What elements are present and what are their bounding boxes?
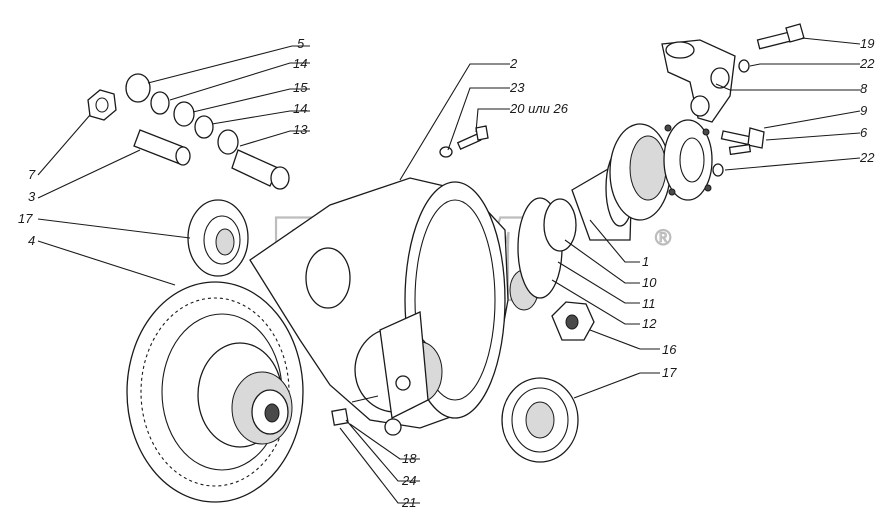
leader-lines [37, 37, 861, 504]
callout-8: 8 [860, 81, 868, 96]
callout-22-upper: 22 [859, 56, 875, 71]
adjusting-parts [87, 73, 290, 190]
callout-21: 21 [401, 495, 416, 510]
bolt-9 [712, 127, 765, 177]
callout-24: 24 [401, 473, 416, 488]
callout-11: 11 [642, 296, 656, 311]
callout-15: 15 [293, 80, 308, 95]
bolt-20 [439, 125, 489, 158]
callout-19: 19 [860, 36, 874, 51]
callout-9: 9 [860, 103, 867, 118]
callout-3: 3 [28, 189, 36, 204]
callout-20-or-26: 20 или 26 [509, 101, 569, 116]
callout-14-upper: 14 [293, 56, 307, 71]
bearing-cap [331, 311, 429, 436]
callout-14-lower: 14 [293, 101, 307, 116]
callout-10: 10 [642, 275, 657, 290]
pinion-flange [663, 119, 713, 201]
bolt-19 [738, 23, 805, 73]
callout-6: 6 [860, 125, 868, 140]
callout-1: 1 [642, 254, 649, 269]
callout-labels: 5 14 15 14 13 7 3 17 4 2 23 20 или 26 19… [18, 36, 875, 510]
bearing-17-right [501, 377, 579, 463]
callout-17-left: 17 [18, 211, 33, 226]
callout-5: 5 [297, 36, 305, 51]
callout-23: 23 [509, 80, 525, 95]
callout-22-lower: 22 [859, 150, 875, 165]
callout-13: 13 [293, 122, 308, 137]
watermark-registered-mark: ® [655, 225, 671, 250]
callout-16: 16 [662, 342, 677, 357]
callout-12: 12 [642, 316, 657, 331]
callout-2: 2 [509, 56, 518, 71]
callout-17-right: 17 [662, 365, 677, 380]
bearing-17-left [187, 199, 249, 277]
callout-18: 18 [402, 451, 417, 466]
nut-16 [551, 301, 595, 341]
bracket [661, 39, 736, 123]
callout-4: 4 [28, 233, 35, 248]
callout-7: 7 [28, 167, 36, 182]
crown-gear [126, 281, 304, 503]
drive-pinion [517, 123, 671, 299]
